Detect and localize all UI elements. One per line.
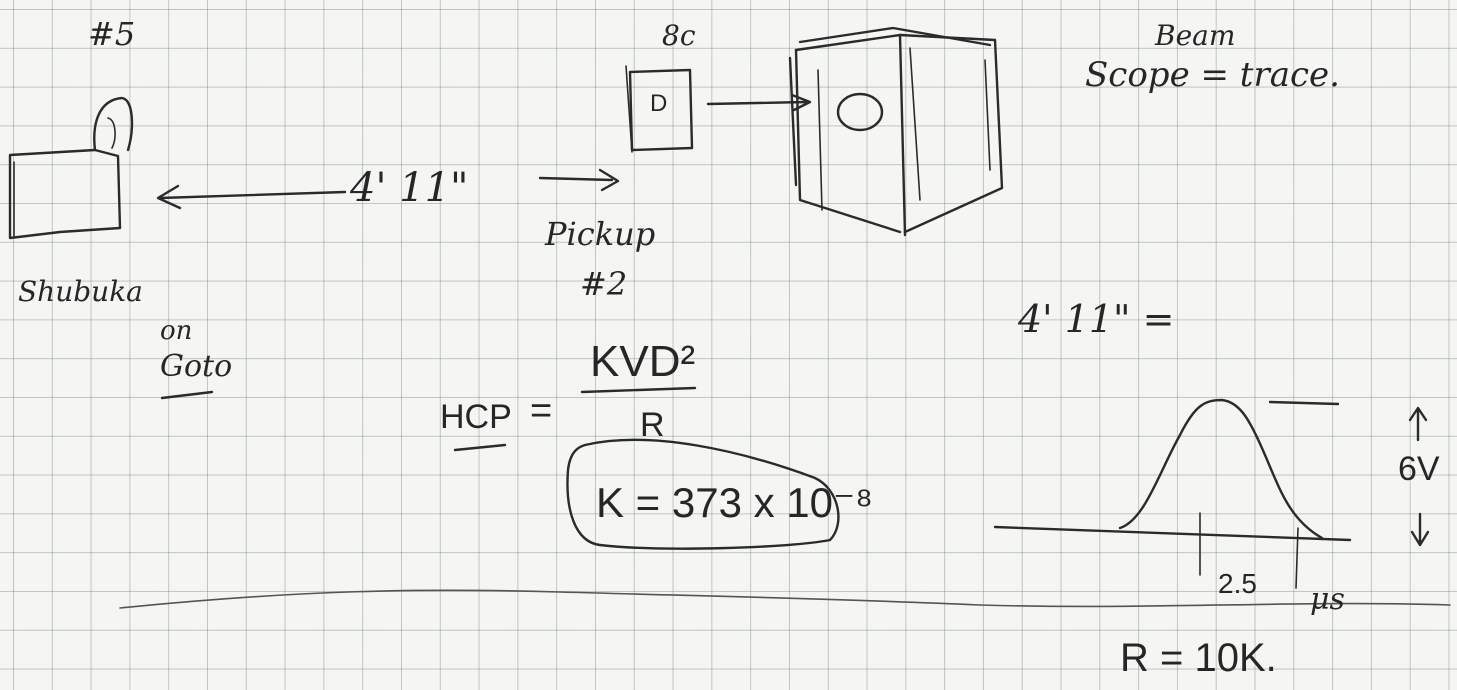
scope-cabinet-sketch	[788, 26, 1004, 237]
long-rule	[119, 589, 1451, 609]
target-sketch	[8, 96, 134, 240]
shubuka-label: Shubuka	[18, 275, 143, 308]
pickup-number: #2	[580, 265, 628, 303]
time-unit-label: μs	[1310, 582, 1345, 617]
pickup-box	[625, 65, 694, 153]
scope-trace-label: Scope = trace.	[1085, 55, 1340, 95]
k-value: K = 373 x 10⁻⁸	[596, 479, 873, 526]
pickup-label: Pickup	[545, 215, 656, 253]
page-number: #5	[88, 15, 136, 53]
voltage-arrows	[1408, 406, 1430, 547]
formula-numerator: KVD²	[590, 337, 696, 386]
pc-label: 8c	[662, 19, 696, 52]
pulse-trace	[993, 398, 1352, 589]
distance-left: 4' 11"	[350, 165, 469, 211]
resistance-label: R = 10K.	[1120, 636, 1277, 680]
arrow-to-target	[156, 184, 347, 210]
hcp-label: HCP	[440, 398, 512, 436]
hcp-underline	[453, 443, 507, 452]
beam-label: Beam	[1155, 19, 1236, 52]
fraction-bar	[580, 386, 697, 394]
arrow-to-cabinet	[706, 93, 812, 112]
distance-right: 4' 11" =	[1018, 297, 1175, 341]
goto-label: Goto	[160, 349, 233, 384]
equals-sign: =	[530, 390, 553, 432]
goto-underline	[160, 390, 214, 400]
voltage-label: 6V	[1398, 450, 1440, 488]
short-arrow	[538, 168, 620, 192]
formula-denominator: R	[640, 406, 665, 444]
on-label: on	[160, 316, 193, 346]
k-value-box	[566, 438, 840, 550]
pickup-d-label: D	[650, 90, 668, 117]
pulse-width-label: 2.5	[1218, 568, 1257, 599]
